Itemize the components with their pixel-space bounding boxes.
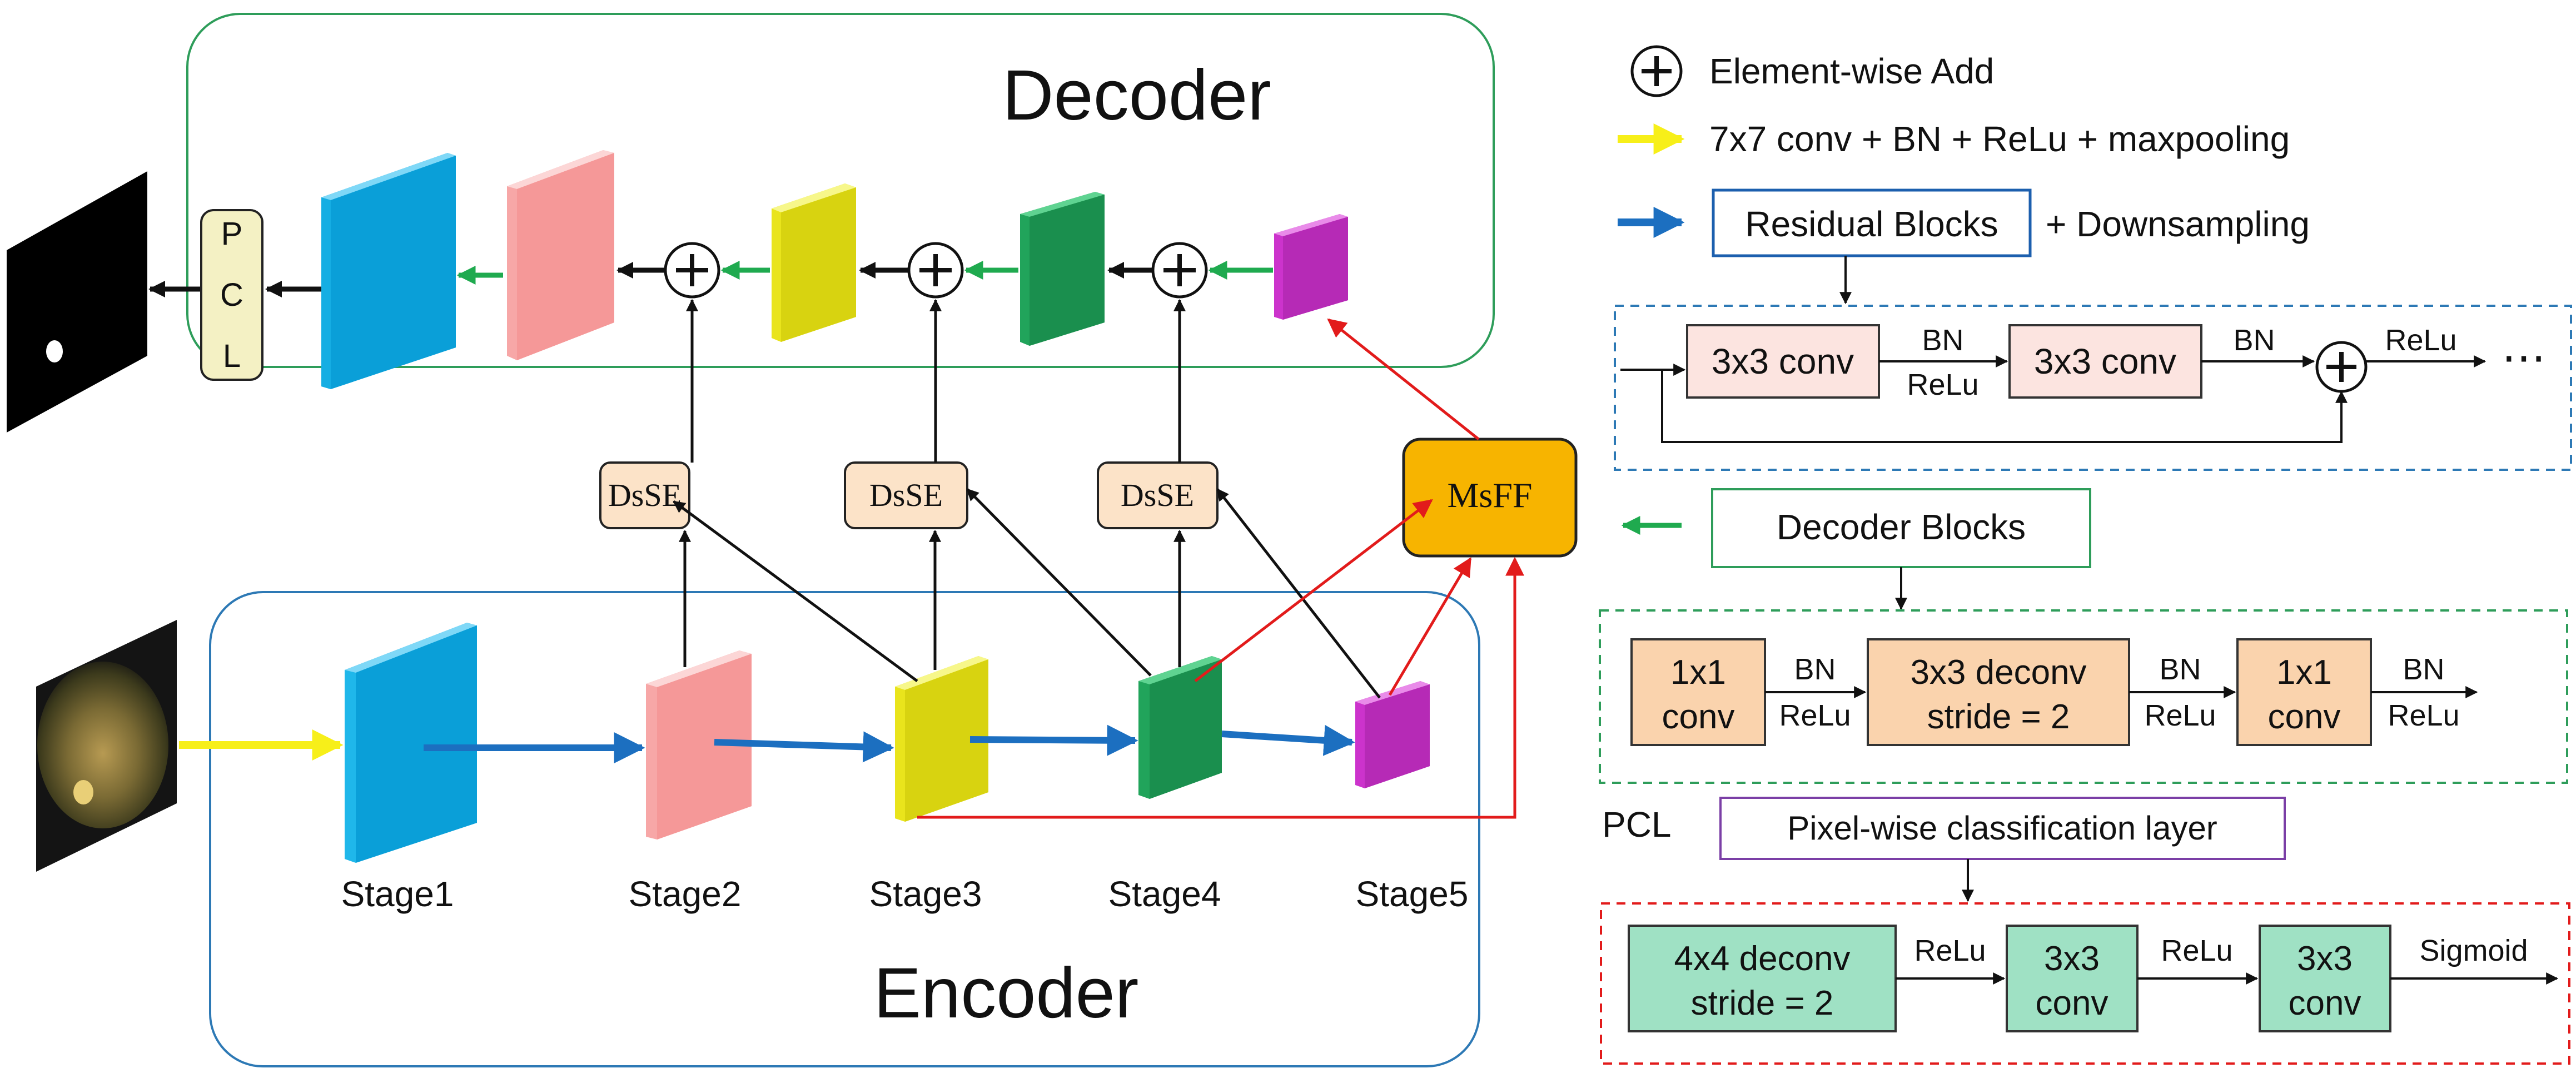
pcl-block-1-line1: 4x4 deconv [1674, 940, 1850, 978]
dsse-label-3: DsSE [1121, 477, 1194, 513]
dec-block-1 [1630, 638, 1766, 746]
encoder-stage2-block [646, 650, 752, 839]
dec-block-3-line2: conv [2268, 698, 2341, 736]
decoder-title: Decoder [1002, 56, 1271, 135]
decoder-green-block [1020, 192, 1105, 346]
encoder-panel [209, 591, 1480, 1067]
legend-residual-suffix: + Downsampling [2046, 204, 2310, 244]
decoder-add-circle-1 [664, 242, 720, 299]
pcl-block-2-line1: 3x3 [2044, 940, 2100, 978]
res-mid-bottom: ReLu [1907, 368, 1978, 401]
res-skip-line [1661, 370, 2348, 443]
pcl-l3: Sigmoid [2419, 934, 2528, 967]
arrow-stage3-to-msff [917, 557, 1524, 819]
encoder-stage5-block [1355, 681, 1430, 788]
dec-l1-top: BN [1794, 653, 1836, 686]
dec-block-3 [2236, 638, 2372, 746]
res-conv-a [1686, 324, 1880, 399]
pcl-l1: ReLu [1914, 934, 1986, 967]
pcl-detail-panel [1600, 902, 2570, 1065]
res-conv-b [2008, 324, 2202, 399]
pcl-block-2 [2006, 925, 2139, 1032]
dec-block-2-line1: 3x3 deconv [1910, 653, 2086, 692]
msff-box: MsFF [1402, 438, 1578, 558]
decoder-yellow-block [772, 183, 856, 342]
res-post-bn: BN [2233, 324, 2275, 357]
res-conv-a-label: 3x3 conv [1712, 341, 1854, 381]
dec-l1-bottom: ReLu [1779, 699, 1851, 732]
pcl-letter-l: L [223, 338, 241, 374]
res-mid-top: BN [1922, 324, 1963, 357]
encoder-stage3-block [895, 656, 988, 822]
decoder-cyan-block [321, 153, 456, 389]
legend-add-label: Element-wise Add [1709, 51, 1994, 91]
arrow-stage4-to-dsse2 [966, 488, 1152, 677]
encoder-stage4-block [1138, 656, 1222, 799]
decoder-add-circle-2 [907, 242, 964, 299]
pcl-block: P C L [200, 209, 263, 381]
stage3-label: Stage3 [869, 874, 982, 914]
fundus-input-image [36, 620, 177, 872]
legend-decoder-label: Decoder Blocks [1777, 507, 2026, 547]
legend-residual-label: Residual Blocks [1745, 204, 1998, 244]
dec-block-3-line1: 1x1 [2276, 653, 2332, 692]
dec-block-2 [1867, 638, 2130, 746]
pcl-block-2-line2: conv [2036, 984, 2108, 1022]
dsse-label-1: DsSE [608, 477, 682, 513]
legend-pcl-label: Pixel-wise classification layer [1787, 809, 2217, 847]
pcl-block-3-line2: conv [2289, 984, 2361, 1022]
dsse-box-3: DsSE [1097, 461, 1219, 529]
arrow-stage5-to-msff [1388, 557, 1472, 696]
res-post-relu: ReLu [2385, 324, 2456, 357]
arrow-stage5-to-dsse3 [1216, 488, 1381, 699]
decoder-panel [186, 13, 1495, 368]
arrow-stage2-to-stage3 [714, 731, 894, 763]
legend-pcl-prefix: PCL [1602, 804, 1672, 845]
legend-add-icon [1630, 45, 1683, 97]
decoder-add-circle-3 [1151, 242, 1208, 299]
output-mask-image [7, 171, 147, 433]
legend-decoder-box [1711, 488, 2091, 568]
encoder-title: Encoder [874, 953, 1139, 1033]
dec-l3-bottom: ReLu [2388, 699, 2459, 732]
arrow-stage4-to-msff [1194, 499, 1433, 682]
legend-residual-box [1712, 188, 2032, 257]
res-conv-b-label: 3x3 conv [2034, 341, 2176, 381]
dec-l2-bottom: ReLu [2144, 699, 2216, 732]
dsse-label-2: DsSE [869, 477, 943, 513]
dec-block-1-line1: 1x1 [1670, 653, 1726, 692]
legend-pcl-box [1719, 797, 2286, 860]
arrow-stage4-to-stage5 [1221, 724, 1355, 756]
arrow-msff-to-decoder [1327, 318, 1480, 440]
stage4-label: Stage4 [1108, 874, 1221, 914]
pcl-block-1 [1628, 925, 1897, 1032]
dec-block-1-line2: conv [1662, 698, 1735, 736]
stage5-label: Stage5 [1356, 874, 1469, 914]
pcl-l2: ReLu [2161, 934, 2232, 967]
pcl-letter-p: P [221, 216, 243, 252]
decoder-magenta-block [1274, 214, 1348, 320]
dsse-box-1: DsSE [599, 461, 690, 529]
res-ellipsis: ⋯ [2502, 332, 2546, 382]
arrow-stage3-to-dsse1 [673, 500, 918, 683]
dec-l3-top: BN [2403, 653, 2444, 686]
encoder-stage1-block [345, 623, 477, 863]
pcl-letter-c: C [220, 277, 243, 313]
pcl-block-1-line2: stride = 2 [1691, 984, 1834, 1022]
stage1-label: Stage1 [341, 874, 454, 914]
dsse-box-2: DsSE [844, 461, 968, 529]
msff-label: MsFF [1448, 475, 1533, 515]
res-add-icon [2315, 341, 2368, 393]
stage2-label: Stage2 [629, 874, 742, 914]
decoder-pink-block [507, 150, 614, 360]
arrow-stage3-to-stage4 [969, 724, 1138, 756]
dec-block-2-line2: stride = 2 [1927, 698, 2070, 736]
legend-conv7-label: 7x7 conv + BN + ReLu + maxpooling [1709, 119, 2290, 159]
decoder-detail-panel [1599, 609, 2568, 784]
dec-l2-top: BN [2159, 653, 2201, 686]
pcl-block-3 [2259, 925, 2391, 1032]
pcl-block-3-line1: 3x3 [2297, 940, 2353, 978]
